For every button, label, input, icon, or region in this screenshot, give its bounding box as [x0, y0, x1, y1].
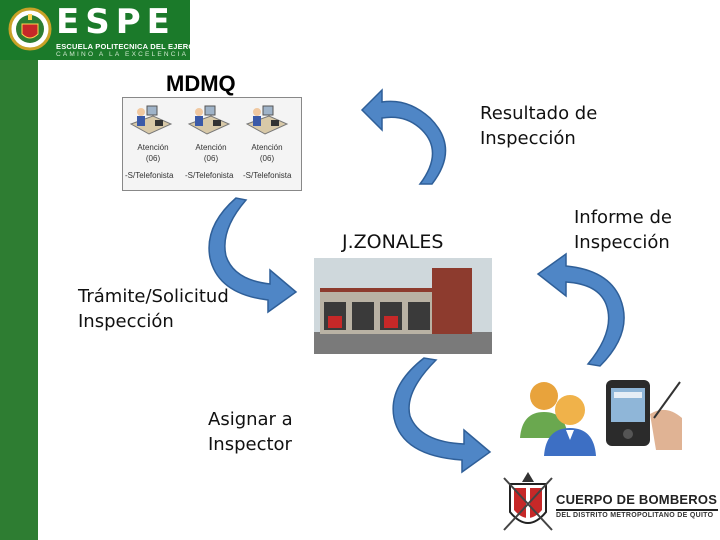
operator-station-icon [187, 105, 231, 135]
fire-station-photo [314, 258, 492, 354]
mdmq-title: MDMQ [166, 71, 236, 96]
station-label: Atención(06) [195, 143, 227, 163]
station-label: Atención(06) [137, 143, 169, 163]
brand-name: ESPE [56, 2, 176, 42]
divider [556, 509, 718, 511]
left-green-bar [0, 0, 38, 540]
station-label: Atención(06) [251, 143, 283, 163]
telefonista-label: -S/Telefonista [125, 171, 174, 180]
curved-arrow-icon [536, 252, 625, 367]
operator-station-icon [129, 105, 173, 135]
users-icon [520, 382, 596, 456]
telefonista-label: -S/Telefonista [243, 171, 292, 180]
brand-motto: CAMINO A LA EXCELENCIA [56, 51, 189, 58]
curved-arrow-icon [392, 357, 492, 474]
bomberos-title: CUERPO DE BOMBEROS [556, 492, 718, 507]
brand-subtitle: ESCUELA POLITECNICA DEL EJERCITO [56, 42, 208, 51]
bomberos-subtitle: DEL DISTRITO METROPOLITANO DE QUITO [556, 512, 714, 519]
call-center-panel: Atención(06) Atención(06) Atención(06) -… [122, 97, 302, 191]
curved-arrow-icon [360, 88, 447, 185]
curved-arrow-icon [208, 197, 298, 314]
pda-device-icon [606, 380, 682, 450]
bomberos-shield-icon [503, 472, 553, 531]
espe-seal-icon [8, 7, 52, 51]
telefonista-label: -S/Telefonista [185, 171, 234, 180]
jzonales-label: J.ZONALES [342, 231, 444, 253]
operator-station-icon [245, 105, 289, 135]
